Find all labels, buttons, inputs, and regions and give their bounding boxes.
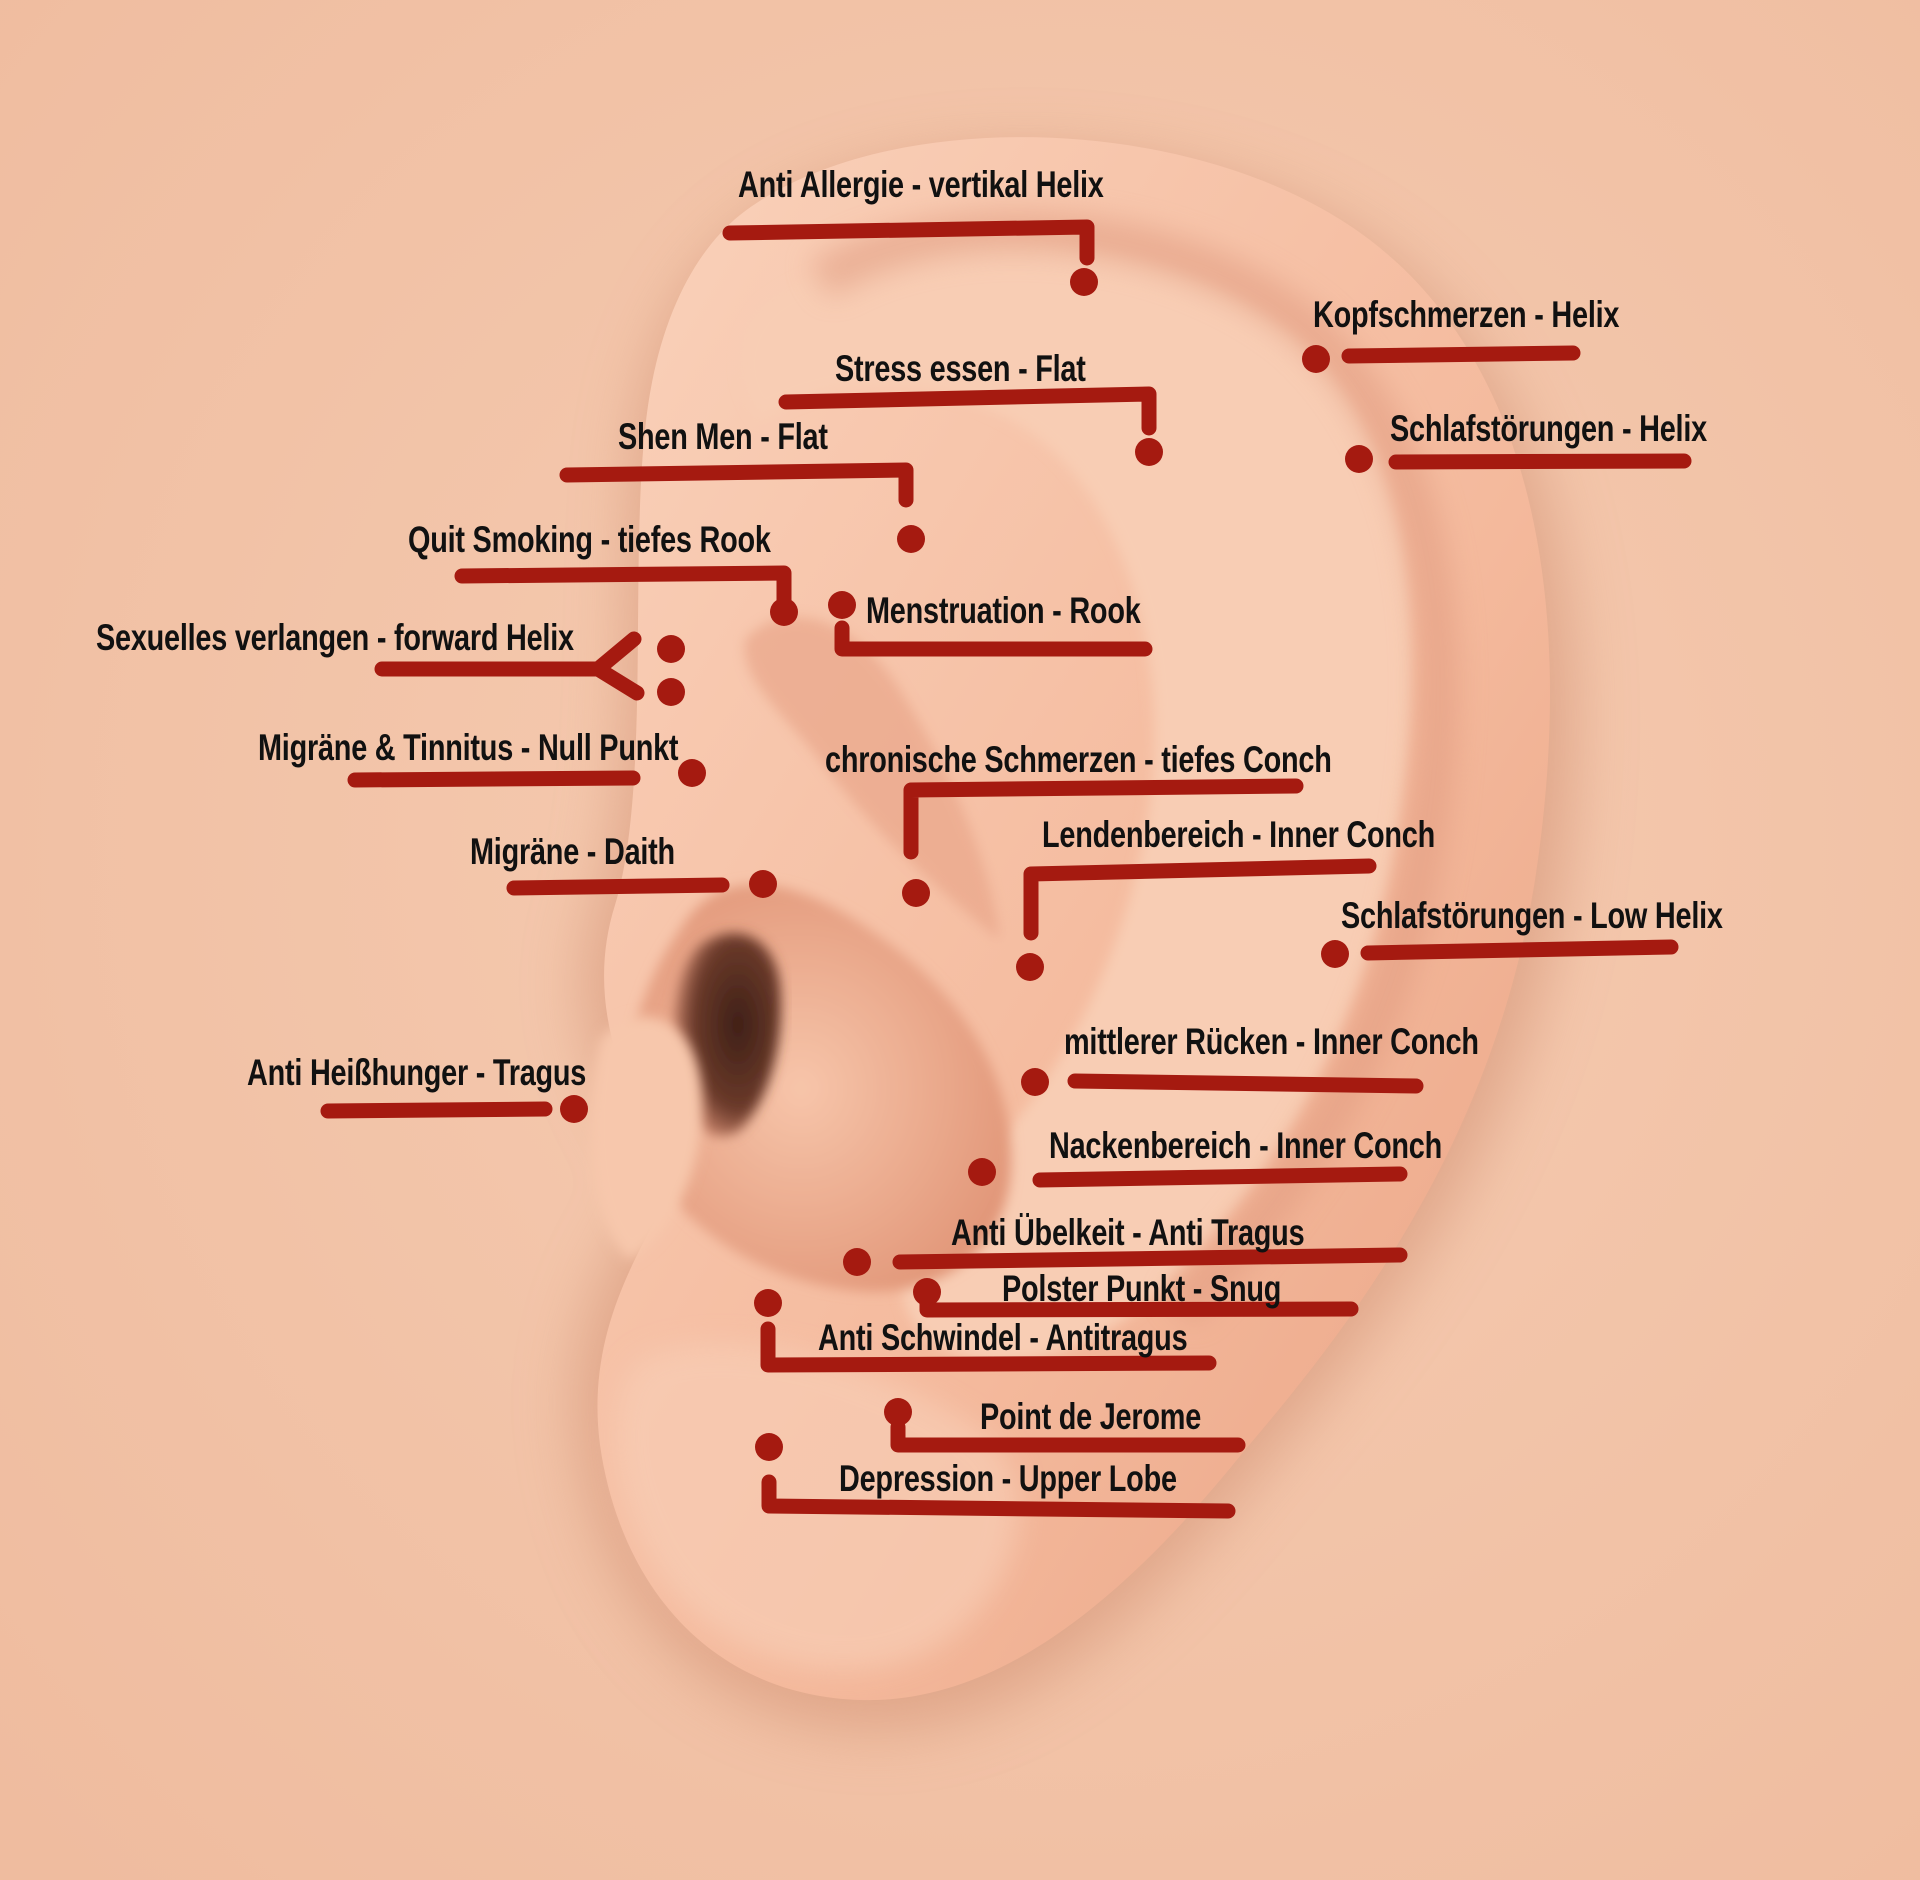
acupoint-dot [913,1278,941,1306]
acupoint-dot [657,678,685,706]
acupoint-dot [902,879,930,907]
label-kopfschmerzen: Kopfschmerzen - Helix [1313,294,1620,335]
leader-polster [913,1278,1359,1318]
label-sexuelles: Sexuelles verlangen - forward Helix [96,617,574,658]
leader-migraene-daith [506,870,777,898]
label-chronische: chronische Schmerzen - tiefes Conch [825,739,1332,780]
leader-line [834,620,1153,657]
acupoint-dot [770,598,798,626]
leader-anti-allergie [722,219,1098,296]
leader-line [892,1247,1408,1270]
acupoint-dot [754,1289,782,1317]
leader-heisshunger [320,1095,588,1123]
leader-lenden [1016,858,1377,981]
acupoint-dot [678,759,706,787]
leader-stress-essen [778,386,1163,466]
acupoint-dot [897,525,925,553]
acupoint-dot [1070,268,1098,296]
leader-line [347,770,641,788]
leader-line [722,219,1095,266]
label-lenden: Lendenbereich - Inner Conch [1042,814,1435,855]
label-nacken: Nackenbereich - Inner Conch [1049,1125,1443,1166]
leader-menstruation [828,591,1153,657]
leader-line [1388,453,1692,470]
label-schlaf-helix: Schlafstörungen - Helix [1390,408,1707,449]
label-uebelkeit: Anti Übelkeit - Anti Tragus [951,1212,1305,1253]
leader-line [454,565,792,608]
leader-schlaf-low [1321,939,1679,968]
acupoint-dot [1345,445,1373,473]
leader-quit-smoking [454,565,798,626]
acupoint-dot [560,1095,588,1123]
acupoint-dot [657,635,685,663]
leader-line [903,778,1304,860]
leader-nacken [968,1158,1408,1188]
acupoint-dot [749,870,777,898]
label-quit-smoking: Quit Smoking - tiefes Rook [408,519,771,560]
leader-line [778,386,1157,436]
label-shen-men: Shen Men - Flat [618,416,828,457]
leader-schlaf-helix [1345,445,1692,473]
acupoint-dot [1135,438,1163,466]
acupoint-dot [1016,953,1044,981]
label-heisshunger: Anti Heißhunger - Tragus [247,1052,587,1093]
label-schlaf-low: Schlafstörungen - Low Helix [1341,895,1723,936]
leader-jerome [884,1398,1246,1453]
leader-line [559,462,914,508]
acupoint-dot [884,1398,912,1426]
leader-depression [755,1433,1236,1519]
label-menstruation: Menstruation - Rook [866,590,1141,631]
leader-lines [320,219,1692,1519]
acupoint-dot [1021,1068,1049,1096]
leader-schwindel [754,1289,1217,1373]
label-migraene-daith: Migräne - Daith [470,831,675,872]
leader-chronische [902,778,1304,907]
leader-sexuelles [374,631,685,706]
label-jerome: Point de Jerome [980,1396,1202,1437]
leader-shen-men [559,462,925,553]
leader-line [761,1474,1236,1519]
leader-migraene-tinnitus [347,759,706,788]
label-migraene-tinnitus: Migräne & Tinnitus - Null Punkt [258,727,679,768]
label-schwindel: Anti Schwindel - Antitragus [818,1317,1188,1358]
label-mittlerer: mittlerer Rücken - Inner Conch [1064,1021,1479,1062]
label-anti-allergie: Anti Allergie - vertikal Helix [738,164,1104,205]
leader-line [890,1419,1246,1453]
leader-line [1032,1166,1408,1188]
leader-line [760,1321,1217,1373]
label-depression: Depression - Upper Lobe [839,1458,1177,1499]
acupoint-dot [755,1433,783,1461]
acupoint-dot [1302,345,1330,373]
leader-line [1360,939,1679,961]
acupoint-dot [843,1248,871,1276]
leader-uebelkeit [843,1247,1408,1276]
leader-line [1023,858,1377,941]
ear-tragus [590,1016,702,1260]
leader-line [1067,1073,1424,1094]
leader-line [320,1101,553,1119]
ear-triangular-fossa [744,617,1000,940]
label-stress-essen: Stress essen - Flat [835,348,1086,389]
leader-mittlerer [1021,1068,1424,1096]
leader-kopfschmerzen [1302,345,1581,373]
acupoint-dot [828,591,856,619]
label-polster: Polster Punkt - Snug [1002,1268,1282,1309]
leader-line [506,877,730,896]
leader-line [374,631,645,701]
leader-line [1341,345,1581,364]
acupoint-dot [1321,940,1349,968]
acupoint-dot [968,1158,996,1186]
